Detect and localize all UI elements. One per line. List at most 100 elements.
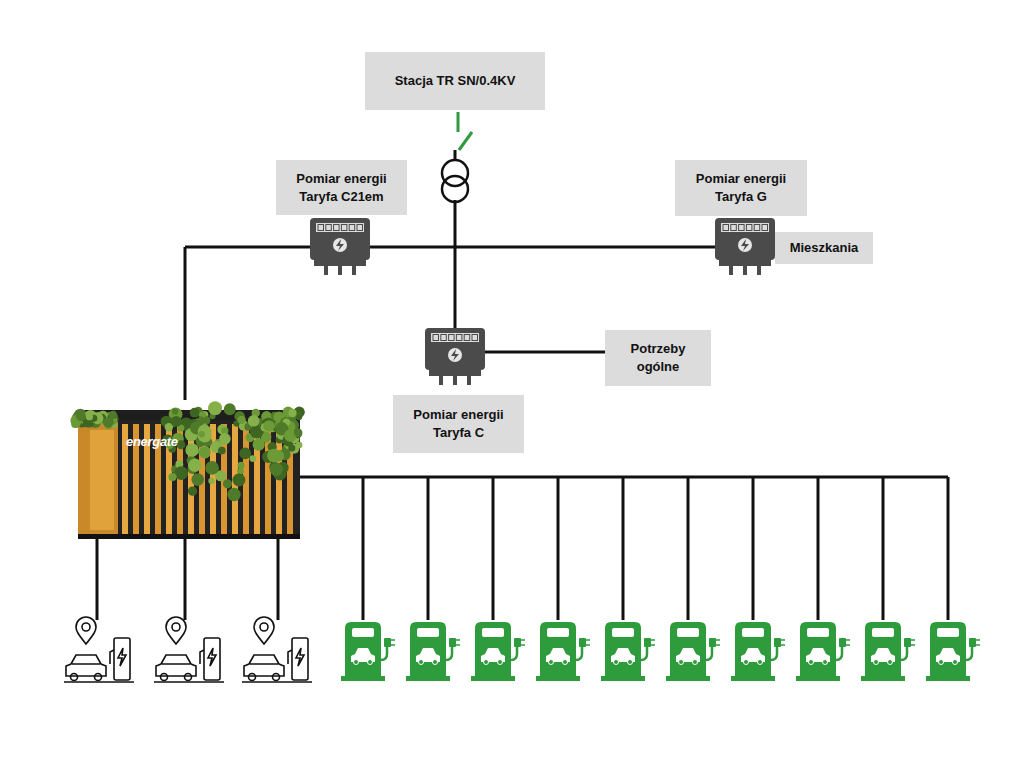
charger-screen [417, 628, 439, 637]
meter-digit [449, 335, 455, 341]
wire [454, 200, 457, 335]
energy-meter [425, 328, 485, 385]
energy-meter [310, 218, 370, 275]
plug-pin [391, 639, 395, 641]
charger-cable [511, 646, 517, 660]
label-box: Potrzeby ogólne [605, 330, 711, 386]
charger-cable [771, 646, 777, 660]
charger-foot [666, 676, 710, 681]
charger-cable [381, 646, 387, 660]
charger-screen [482, 628, 504, 637]
charger-body [670, 622, 706, 678]
leaf [197, 441, 203, 447]
plug [514, 638, 521, 647]
charger-outline [292, 638, 308, 680]
charger-bolt [118, 648, 126, 666]
ground [64, 681, 134, 683]
meter-digit [746, 225, 752, 231]
meter-digit [456, 335, 462, 341]
leaf [232, 474, 245, 487]
charger-cable [200, 650, 204, 664]
meter-display [316, 223, 364, 232]
meter-digit [433, 335, 439, 341]
ev-charger-icon [926, 622, 980, 681]
meter-digit [357, 225, 363, 231]
plug [969, 638, 976, 647]
meter-dial [738, 238, 752, 252]
leaf [198, 425, 212, 439]
meter-pin [729, 266, 733, 275]
leaf [197, 416, 206, 425]
wire [492, 477, 495, 620]
charger-cable [288, 650, 292, 664]
meter-digit [441, 335, 447, 341]
wire [752, 477, 755, 620]
wire [817, 477, 820, 620]
container-base [78, 534, 300, 539]
charging-spot-icon [64, 617, 134, 682]
leaf [76, 411, 86, 421]
charger-body [475, 622, 511, 678]
container-side [78, 422, 118, 536]
meter-pin [439, 376, 443, 385]
leaf [208, 478, 214, 484]
winding [442, 176, 468, 202]
plug-pin [521, 639, 525, 641]
car-wheel [563, 660, 568, 665]
leaf [86, 413, 93, 420]
car-wheel [614, 660, 619, 665]
plug-pin [781, 639, 785, 641]
charger-body [735, 622, 771, 678]
car-outline [66, 655, 106, 676]
bolt [451, 349, 459, 361]
leaf [190, 408, 200, 418]
node-label: Pomiar energii Taryfa C21em [283, 170, 400, 205]
leaf [185, 443, 198, 456]
meter-base [314, 260, 366, 266]
car-wheel [939, 660, 944, 665]
meter-digit [731, 225, 737, 231]
location-pin [76, 617, 96, 644]
charger-foot [341, 676, 385, 681]
bolt [336, 239, 344, 251]
charger-body [345, 622, 381, 678]
meter-dial [333, 238, 347, 252]
plant-cover [70, 401, 304, 501]
wire [184, 535, 187, 620]
wire [882, 477, 885, 620]
container-door [90, 430, 114, 530]
node-label: Potrzeby ogólne [612, 340, 704, 375]
charger-foot [731, 676, 775, 681]
charger-foot [471, 676, 515, 681]
label-box: Stacja TR SN/0.4KV [365, 52, 545, 110]
charger-cable [576, 646, 582, 660]
charger-cable [110, 650, 114, 664]
plug-pin [521, 644, 525, 646]
charger-body [540, 622, 576, 678]
ev-charger-icon [861, 622, 915, 681]
ev-charger-icon [536, 622, 590, 681]
wheel [273, 674, 280, 681]
ground [154, 681, 224, 683]
plug-pin [456, 639, 460, 641]
plug-pin [586, 644, 590, 646]
leaf [199, 447, 210, 458]
ev-charger-icon [406, 622, 460, 681]
car-wheel [354, 660, 359, 665]
leaf [237, 468, 244, 475]
ev-charger-icon [666, 622, 720, 681]
wire [480, 351, 607, 354]
leaf [248, 415, 260, 427]
meter-digit [318, 225, 324, 231]
ev-charger-icon [601, 622, 655, 681]
charger-cable [966, 646, 972, 660]
node-label: Pomiar energii Taryfa G [682, 170, 800, 205]
leaf [198, 446, 211, 459]
pin-hole [172, 623, 180, 631]
charger-screen [612, 628, 634, 637]
charging-spot-icon [242, 617, 312, 682]
ground [242, 681, 312, 683]
charger-outline [204, 638, 220, 680]
plug [709, 638, 716, 647]
label-box: Mieszkania [775, 232, 873, 264]
